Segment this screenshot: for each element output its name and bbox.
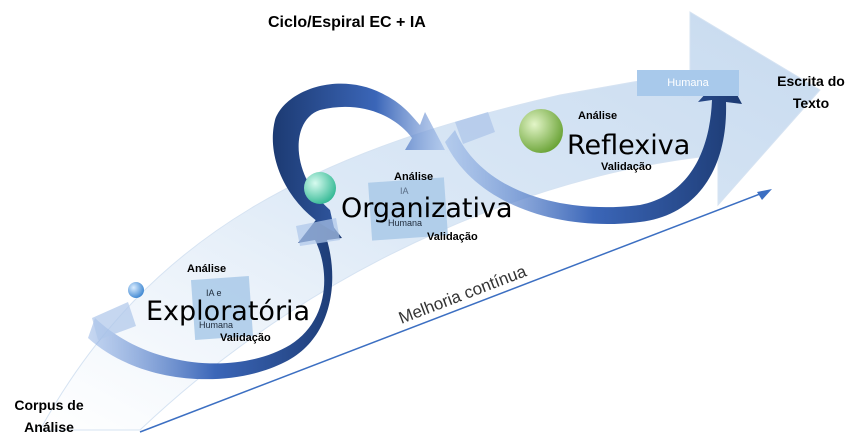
start-label: Corpus de Análise <box>14 397 84 435</box>
reflexiva-validation: Validação <box>601 161 652 173</box>
exploratoria-ai-line1: IA e <box>206 288 222 298</box>
trend-arrowhead <box>757 189 772 200</box>
box-organizativa <box>368 177 448 241</box>
trend-line <box>139 191 766 433</box>
organizativa-analysis: Análise <box>394 171 434 183</box>
loop-organizativa-tail <box>296 218 340 246</box>
exploratoria-validation: Validação <box>220 332 271 344</box>
end-label: Escrita do Texto <box>777 73 845 111</box>
loop-reflexiva-tail <box>455 112 495 144</box>
organizativa-ai-line2: Humana <box>388 218 423 228</box>
exploratoria-analysis: Análise <box>187 263 227 275</box>
reflexiva-analysis: Análise <box>578 110 618 122</box>
organizativa-validation: Validação <box>427 231 478 243</box>
ball-exploratoria <box>128 282 144 298</box>
diagram-title: Ciclo/Espiral EC + IA <box>268 14 426 31</box>
reflexiva-stage-name: Reflexiva <box>567 130 691 161</box>
exploratoria-stage-name: Exploratória <box>146 296 311 327</box>
exploratoria-ai-line2: Humana <box>199 320 234 330</box>
ball-organizativa <box>304 172 336 204</box>
organizativa-stage-name: Organizativa <box>341 193 513 224</box>
ball-reflexiva <box>519 109 563 153</box>
reflexiva-human-box: Humana <box>637 70 739 96</box>
loop-exploratoria-tail <box>92 302 136 340</box>
organizativa-ai-line1: IA <box>400 186 409 196</box>
box-exploratoria <box>190 276 254 340</box>
